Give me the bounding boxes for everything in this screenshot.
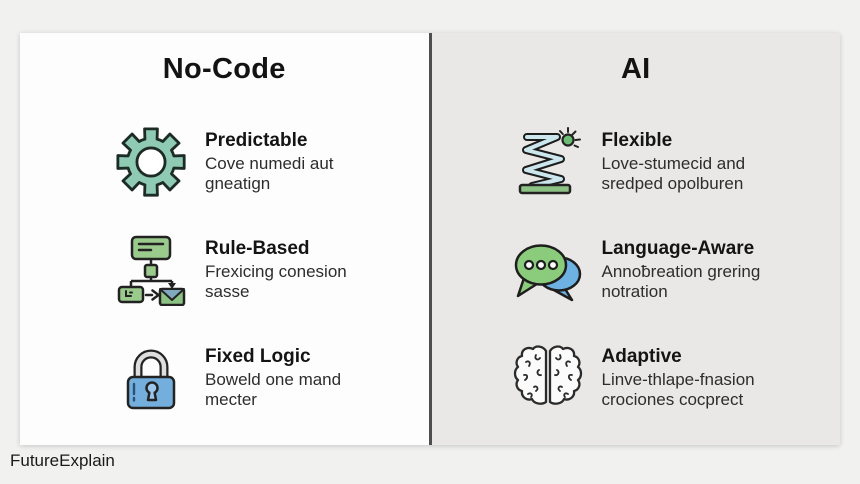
chat-bubbles-icon	[512, 234, 584, 306]
panel-ai: AI Flexible Love-stumecid and sredped op…	[431, 33, 841, 445]
panel-divider	[428, 33, 432, 445]
item-subtitle: Love-stumecid and sredped opolburen	[601, 154, 746, 194]
item-language-aware: Language-Aware Annoƀreation grering notr…	[512, 234, 841, 306]
item-title: Adaptive	[601, 345, 682, 367]
brand-watermark: FutureExplain	[10, 451, 115, 470]
item-subtitle: Linve-thlape-fnasion crociones cocprect	[601, 370, 755, 410]
item-flexible: Flexible Love-stumecid and sredped opolb…	[512, 126, 841, 198]
brain-icon	[512, 342, 584, 414]
item-rule-based: Rule-Based Frexicing conesion sasse	[115, 234, 429, 306]
panel-title-ai: AI	[620, 53, 651, 85]
spring-icon	[512, 126, 584, 198]
panel-title-no-code: No-Code	[162, 53, 286, 85]
panel-no-code: No-Code Predictable Cove numedi aut gnea…	[20, 33, 429, 445]
item-title: Flexible	[601, 129, 673, 151]
item-subtitle: Frexicing conesion sasse	[205, 262, 347, 302]
item-predictable: Predictable Cove numedi aut gneatign	[115, 126, 429, 198]
lock-icon	[115, 342, 187, 414]
item-title: Fixed Logic	[205, 345, 311, 367]
ai-items: Flexible Love-stumecid and sredped opolb…	[432, 126, 841, 414]
item-adaptive: Adaptive Linve-thlape-fnasion crociones …	[512, 342, 841, 414]
flowchart-icon	[115, 234, 187, 306]
item-subtitle: Boweld one mand mecter	[205, 370, 342, 410]
gear-icon	[115, 126, 187, 198]
item-title: Language-Aware	[601, 237, 755, 259]
no-code-items: Predictable Cove numedi aut gneatign	[20, 126, 429, 414]
item-title: Rule-Based	[205, 237, 310, 259]
item-title: Predictable	[205, 129, 308, 151]
item-subtitle: Cove numedi aut gneatign	[205, 154, 334, 194]
item-subtitle: Annoƀreation grering notration	[601, 262, 761, 302]
item-fixed-logic: Fixed Logic Boweld one mand mecter	[115, 342, 429, 414]
comparison-card: No-Code Predictable Cove numedi aut gnea…	[20, 33, 840, 445]
